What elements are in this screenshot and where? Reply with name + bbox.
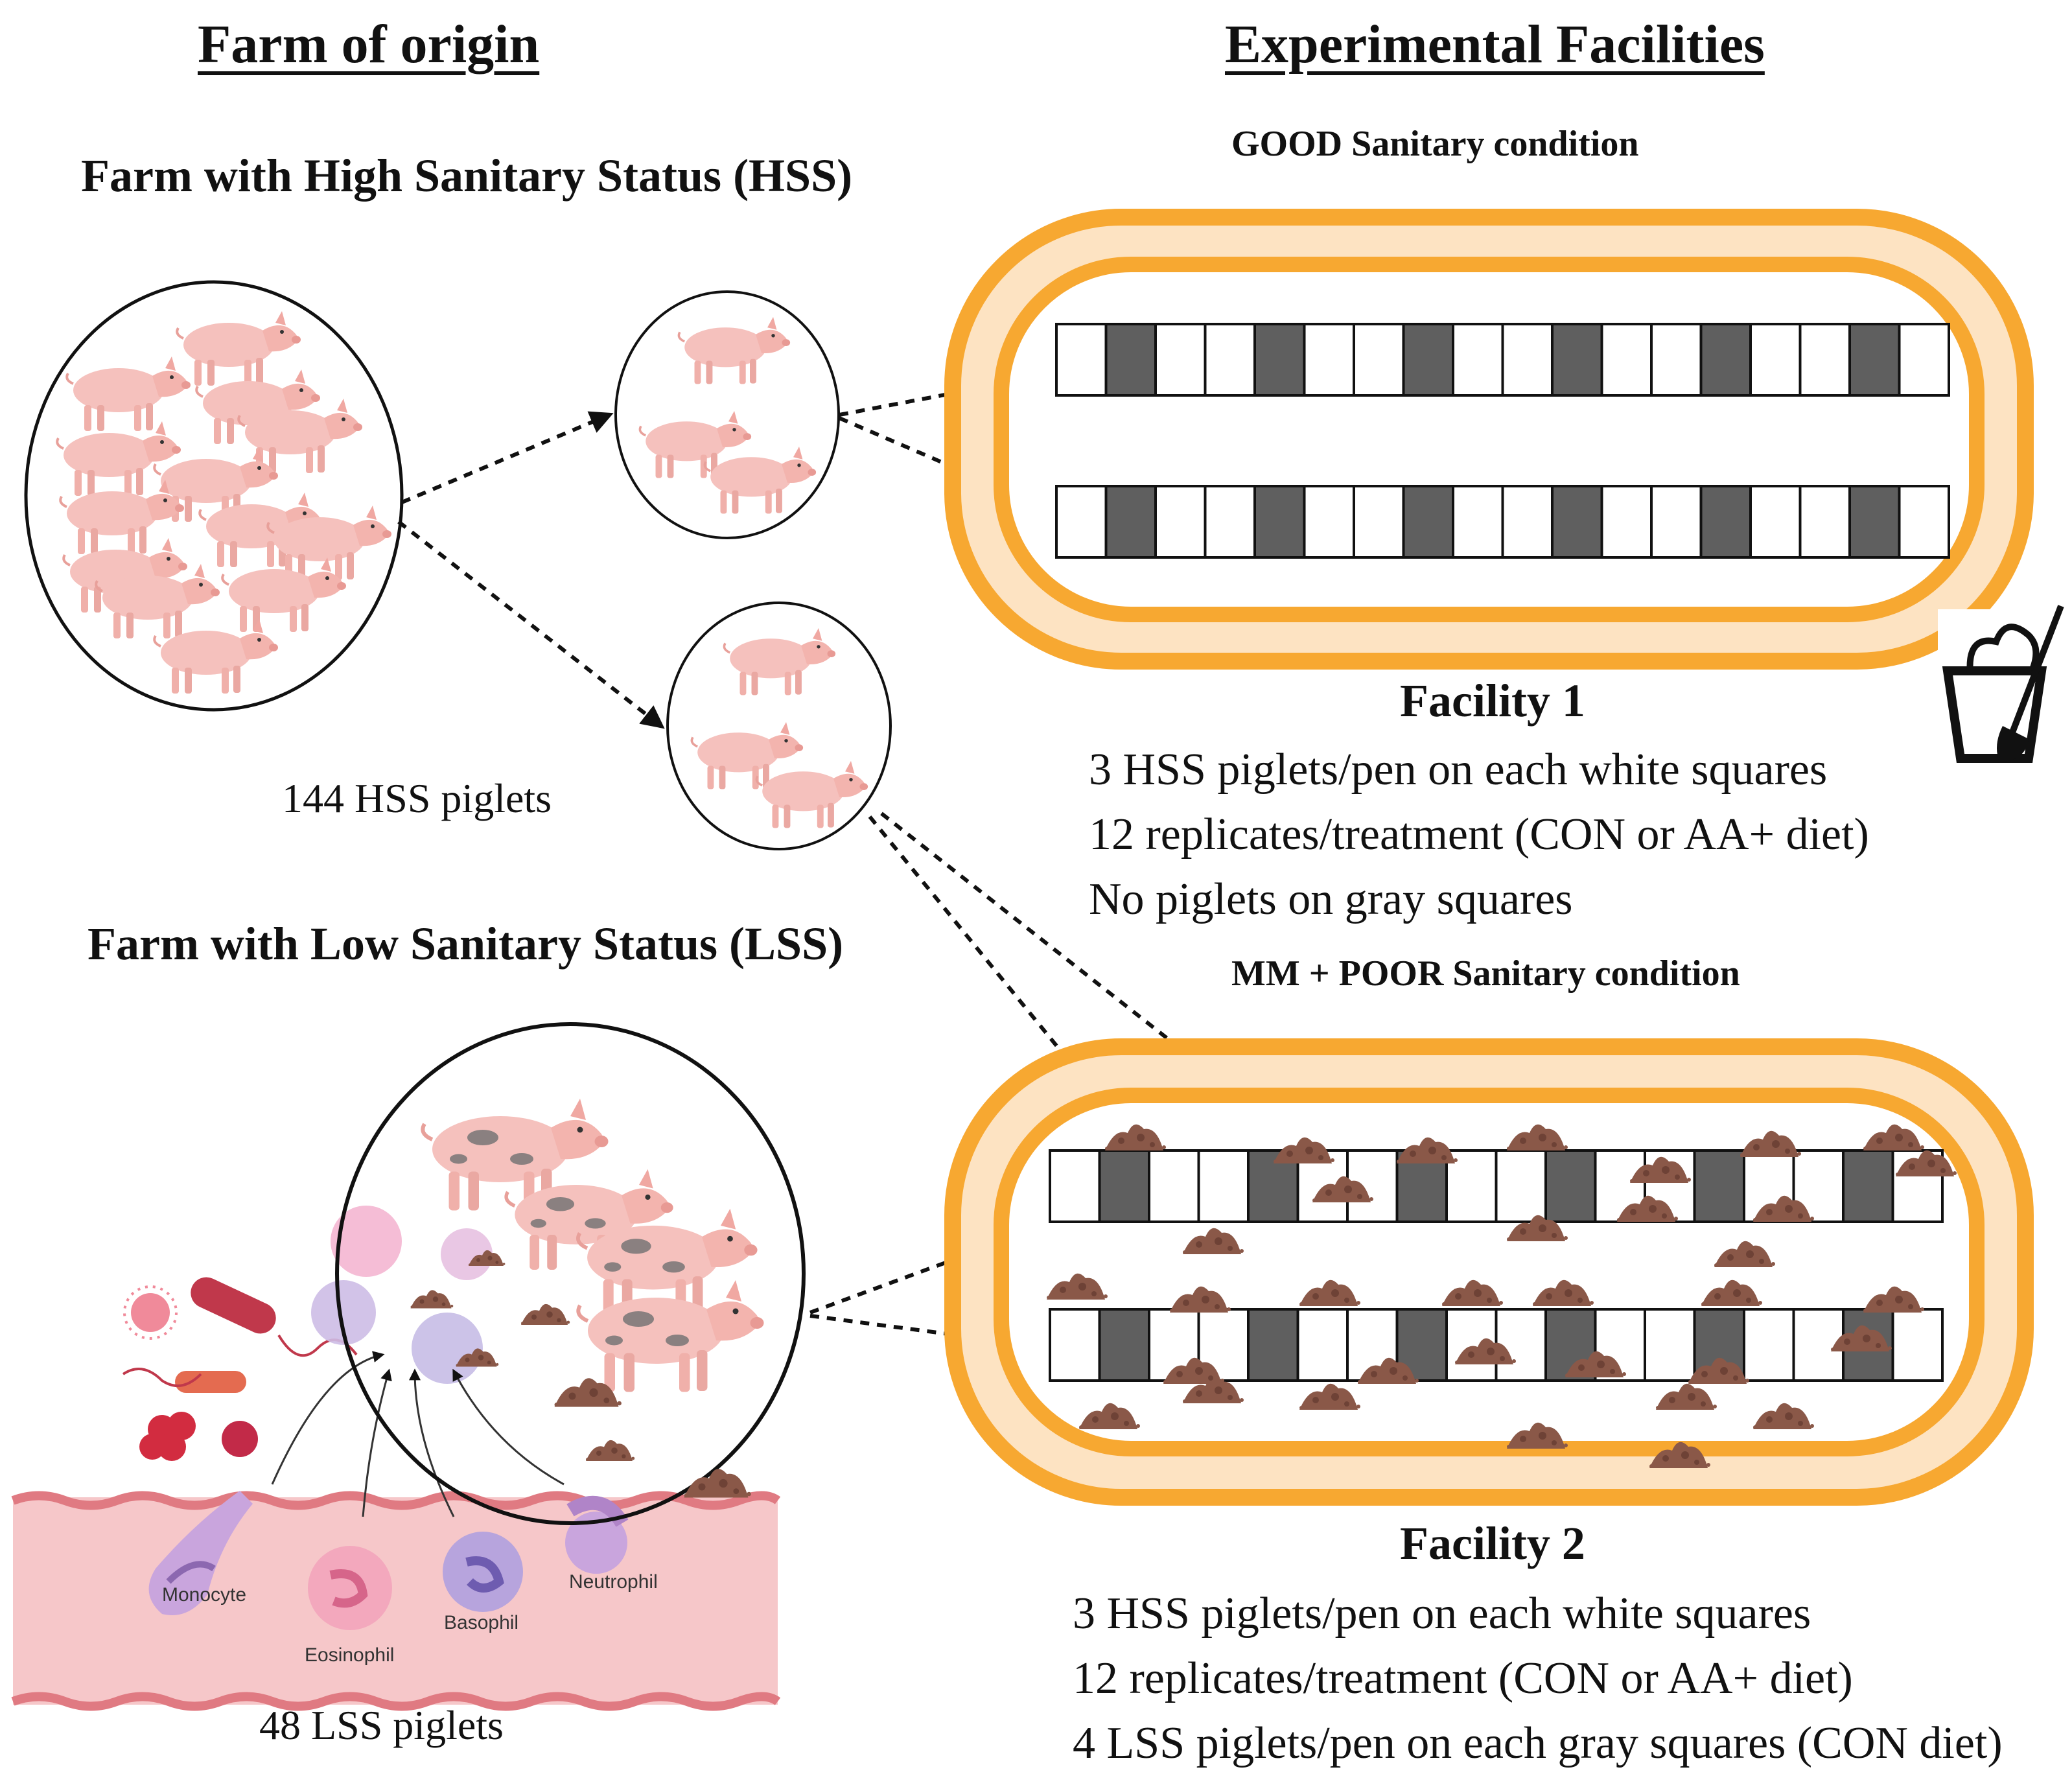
- pen-white: [1798, 323, 1851, 397]
- facility-1-track: [944, 209, 2034, 670]
- pen-gray: [1848, 323, 1901, 397]
- pen-white: [1495, 1308, 1547, 1382]
- virus-icon: [123, 1285, 178, 1340]
- cell-label-basophil: Basophil: [444, 1612, 518, 1633]
- facility-1-line-2: 12 replicates/treatment (CON or AA+ diet…: [1089, 810, 1869, 859]
- pen-white: [1501, 485, 1554, 559]
- pen-row: [1049, 1149, 1944, 1223]
- pen-white: [1353, 485, 1405, 559]
- bacteria-icon: [122, 1277, 358, 1461]
- facility-2-line-2: 12 replicates/treatment (CON or AA+ diet…: [1073, 1653, 1853, 1703]
- pen-gray: [1544, 1149, 1597, 1223]
- facility-1-name: Facility 1: [1400, 675, 1585, 727]
- experimental-facilities-heading: Experimental Facilities: [1225, 14, 1765, 75]
- hss-farm-circle: [24, 280, 404, 712]
- farm-of-origin-heading: Farm of origin: [198, 14, 540, 75]
- pen-row: [1055, 323, 1950, 397]
- pen-white: [1600, 485, 1653, 559]
- pen-white: [1891, 1308, 1944, 1382]
- immune-cell-icon: [148, 1491, 629, 1630]
- lss-count: 48 LSS piglets: [259, 1702, 504, 1748]
- pen-white: [1154, 485, 1207, 559]
- pen-gray: [1104, 323, 1157, 397]
- pen-white: [1749, 323, 1802, 397]
- bucket-brush-icon: [1938, 605, 2071, 765]
- pen-white: [1445, 1149, 1498, 1223]
- pen-gray: [1247, 1149, 1299, 1223]
- facility-2-track: [944, 1038, 2034, 1506]
- pen-white: [1296, 1308, 1349, 1382]
- pen-gray: [1699, 485, 1752, 559]
- pen-white: [1303, 323, 1355, 397]
- pen-white: [1650, 485, 1703, 559]
- pen-gray: [1699, 323, 1752, 397]
- pen-white: [1154, 323, 1207, 397]
- pen-gray: [1247, 1308, 1299, 1382]
- cell-label-neutrophil: Neutrophil: [569, 1571, 658, 1593]
- lss-farm-title: Farm with Low Sanitary Status (LSS): [87, 918, 844, 970]
- pen-gray: [1551, 323, 1603, 397]
- pen-white: [1452, 485, 1504, 559]
- pen-white: [1197, 1149, 1250, 1223]
- facility-1-condition: GOOD Sanitary condition: [1231, 124, 1639, 164]
- pen-row: [1055, 485, 1950, 559]
- pen-white: [1055, 485, 1108, 559]
- pen-gray: [1098, 1308, 1150, 1382]
- pen-white: [1749, 485, 1802, 559]
- pen-white: [1353, 323, 1405, 397]
- pen-gray: [1402, 485, 1454, 559]
- hss-farm-title: Farm with High Sanitary Status (HSS): [81, 150, 853, 202]
- pen-white: [1600, 323, 1653, 397]
- hss-count: 144 HSS piglets: [282, 775, 552, 821]
- lss-farm-circle: [335, 1022, 806, 1525]
- hss-group-circle-2: [666, 602, 892, 850]
- blood-vessel: [11, 1491, 781, 1711]
- pen-gray: [1848, 485, 1901, 559]
- pen-white: [1898, 323, 1950, 397]
- pen-white: [1204, 323, 1256, 397]
- facility-2-line-3: 4 LSS piglets/pen on each gray squares (…: [1073, 1718, 2003, 1768]
- pen-white: [1049, 1308, 1101, 1382]
- pen-gray: [1842, 1149, 1894, 1223]
- facility-2-line-1: 3 HSS piglets/pen on each white squares: [1073, 1589, 1811, 1639]
- pen-gray: [1098, 1149, 1150, 1223]
- pen-white: [1495, 1149, 1547, 1223]
- pen-gray: [1253, 485, 1306, 559]
- pen-white: [1798, 485, 1851, 559]
- pen-gray: [1402, 323, 1454, 397]
- pen-white: [1644, 1308, 1696, 1382]
- facility-2-condition: MM + POOR Sanitary condition: [1231, 953, 1740, 994]
- pen-white: [1303, 485, 1355, 559]
- pen-white: [1049, 1149, 1101, 1223]
- pen-white: [1204, 485, 1256, 559]
- cell-label-eosinophil: Eosinophil: [305, 1644, 394, 1666]
- facility-2-name: Facility 2: [1400, 1517, 1585, 1569]
- pen-gray: [1693, 1149, 1745, 1223]
- pen-white: [1650, 323, 1703, 397]
- pen-white: [1501, 323, 1554, 397]
- hss-group-circle-1: [614, 290, 840, 539]
- cell-label-monocyte: Monocyte: [162, 1584, 246, 1606]
- pen-white: [1898, 485, 1950, 559]
- pen-gray: [1551, 485, 1603, 559]
- pen-white: [1148, 1149, 1200, 1223]
- facility-1-line-3: No piglets on gray squares: [1089, 874, 1573, 924]
- pen-white: [1452, 323, 1504, 397]
- pen-gray: [1253, 323, 1306, 397]
- pen-gray: [1104, 485, 1157, 559]
- facility-1-line-1: 3 HSS piglets/pen on each white squares: [1089, 745, 1828, 795]
- pen-white: [1055, 323, 1108, 397]
- lss-scene: [11, 1022, 806, 1711]
- pen-white: [1743, 1308, 1795, 1382]
